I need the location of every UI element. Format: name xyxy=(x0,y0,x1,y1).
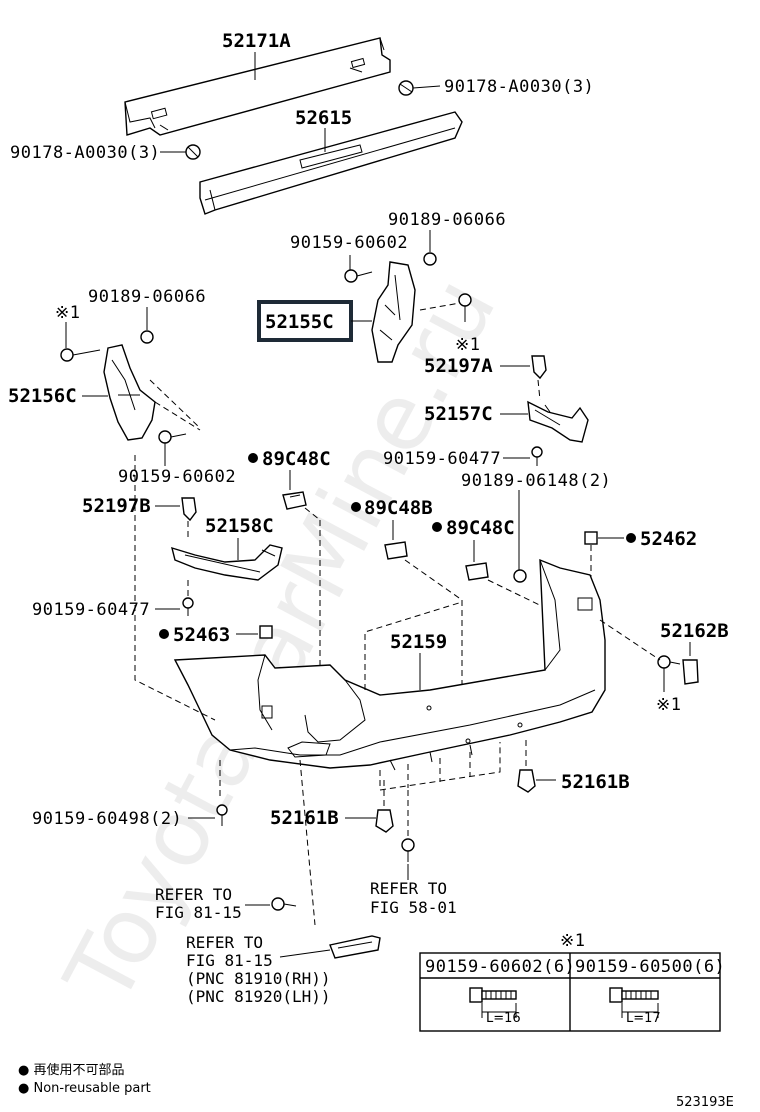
part-52156C-bracket[interactable] xyxy=(103,344,156,441)
label-52161B-a: 52161B xyxy=(561,771,630,793)
ref-fig81-a-line1: REFER TO xyxy=(155,885,232,904)
part-52615-absorber[interactable] xyxy=(199,111,463,215)
label-90189-c: 90189-06148(2) xyxy=(461,471,611,491)
label-90178-left: 90178-A0030(3) xyxy=(10,143,160,163)
mark1-a: ※1 xyxy=(455,335,480,355)
label-90159-c: 90159-60477 xyxy=(383,449,501,469)
label-90159-a: 90159-60602 xyxy=(290,233,408,253)
bolt-90159-b[interactable] xyxy=(158,430,187,444)
label-52157C: 52157C xyxy=(424,403,493,425)
table-col2-part: 90159-60500(6) xyxy=(575,957,725,977)
clip-52197A[interactable] xyxy=(531,355,547,380)
clip-52197B[interactable] xyxy=(181,497,197,522)
ref-fig81-b-line3: (PNC 81910(RH)) xyxy=(186,969,331,988)
label-90189-a: 90189-06066 xyxy=(388,210,506,230)
label-90159-b: 90159-60602 xyxy=(118,467,236,487)
ref-fig81-b-line2: FIG 81-15 xyxy=(186,951,273,970)
clip-52161B-left[interactable] xyxy=(375,809,394,833)
ref-fig58-line2: FIG 58-01 xyxy=(370,898,457,917)
clip-90178-left[interactable] xyxy=(185,144,201,160)
bolt-mark1-b[interactable] xyxy=(60,348,101,362)
ref-fig81-b-line4: (PNC 81920(LH)) xyxy=(186,987,331,1006)
label-52463: 52463 xyxy=(173,624,230,646)
nut-90189-b[interactable] xyxy=(140,330,154,344)
label-89C48C-a: 89C48C xyxy=(262,448,331,470)
label-89C48B: 89C48B xyxy=(364,497,433,519)
label-89C48C-b: 89C48C xyxy=(446,517,515,539)
mark1-c: ※1 xyxy=(656,695,681,715)
legend-en: ● Non-reusable part xyxy=(18,1081,151,1096)
label-52162B: 52162B xyxy=(660,620,729,642)
label-52197A: 52197A xyxy=(424,355,493,377)
legend-jp: ● 再使用不可部品 xyxy=(18,1062,124,1078)
table-col1-length: L=16 xyxy=(486,1011,521,1026)
label-90178-top: 90178-A0030(3) xyxy=(444,77,594,97)
bolt-90159-e[interactable] xyxy=(216,804,228,826)
table-col2-length: L=17 xyxy=(626,1011,661,1026)
bolt-90159-c[interactable] xyxy=(531,446,543,466)
bolt-90159-a[interactable] xyxy=(344,269,373,283)
bolt-mark1-c[interactable] xyxy=(657,655,681,669)
mark1-b: ※1 xyxy=(55,303,80,323)
bolt-icon-col1 xyxy=(469,987,517,1018)
part-52158C-retainer[interactable] xyxy=(171,544,283,581)
label-52171A: 52171A xyxy=(222,30,291,52)
label-52158C: 52158C xyxy=(205,515,274,537)
part-reflector[interactable] xyxy=(329,935,381,959)
table-mark: ※1 xyxy=(560,931,585,951)
bolt-90159-d[interactable] xyxy=(182,597,194,616)
bolt-icon-col2 xyxy=(609,987,659,1018)
retainer-89C48B[interactable] xyxy=(384,541,408,560)
part-52157C-retainer[interactable] xyxy=(527,400,589,443)
bolt-mark1-a[interactable] xyxy=(458,293,472,322)
bolt-fig58[interactable] xyxy=(401,838,415,862)
retainer-89C48C-a[interactable] xyxy=(282,491,307,510)
label-52161B-b: 52161B xyxy=(270,807,339,829)
label-52155C: 52155C xyxy=(265,311,334,333)
nut-90189-a[interactable] xyxy=(423,252,437,266)
ref-fig58-line1: REFER TO xyxy=(370,879,447,898)
clip-90178-top[interactable] xyxy=(398,80,414,96)
clip-52162B[interactable] xyxy=(682,659,699,685)
label-90159-e: 90159-60498(2) xyxy=(32,809,182,829)
part-52155C-bracket[interactable] xyxy=(371,261,416,363)
label-52462: 52462 xyxy=(640,528,697,550)
label-52615: 52615 xyxy=(295,107,352,129)
nut-90189-c[interactable] xyxy=(513,569,527,583)
part-52159-bumper-cover[interactable] xyxy=(173,558,606,771)
retainer-52463[interactable] xyxy=(259,625,273,639)
retainer-52462[interactable] xyxy=(584,531,598,545)
label-52159: 52159 xyxy=(390,631,447,653)
label-90159-d: 90159-60477 xyxy=(32,600,150,620)
clip-52161B-right[interactable] xyxy=(517,769,536,793)
ref-fig81-a-line2: FIG 81-15 xyxy=(155,903,242,922)
label-52197B: 52197B xyxy=(82,495,151,517)
ref-fig81-b-line1: REFER TO xyxy=(186,933,263,952)
part-52171A-reinforcement[interactable] xyxy=(124,37,391,136)
figure-code: 523193E xyxy=(676,1095,734,1110)
label-90189-b: 90189-06066 xyxy=(88,287,206,307)
retainer-89C48C-b[interactable] xyxy=(465,562,489,581)
table-col1-part: 90159-60602(6) xyxy=(425,957,575,977)
label-52156C: 52156C xyxy=(8,385,77,407)
bolt-fig81[interactable] xyxy=(271,897,297,911)
